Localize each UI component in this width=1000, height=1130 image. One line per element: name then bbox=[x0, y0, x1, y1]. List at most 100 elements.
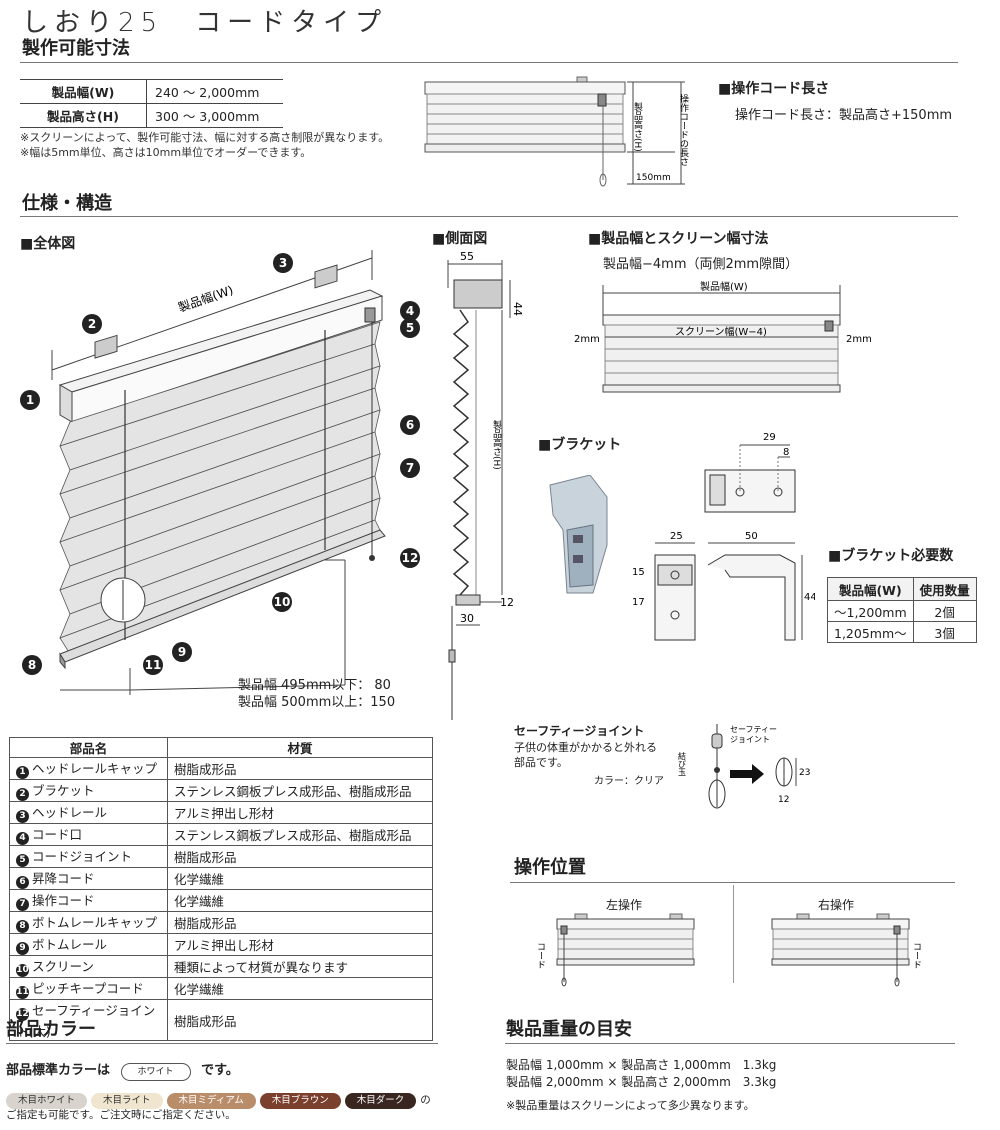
bracket-d8: 8 bbox=[783, 447, 789, 458]
part-material: 種類によって材質が異なります bbox=[167, 955, 433, 978]
color-option-pill: 木目ダーク bbox=[344, 1093, 417, 1109]
part-material: アルミ押出し形材 bbox=[167, 933, 433, 956]
dim-150: 150mm bbox=[636, 173, 671, 183]
part-material: 化学繊維 bbox=[167, 867, 433, 890]
bracket-drawings: 29 8 25 15 17 50 44 bbox=[632, 432, 815, 641]
width-text: 製品幅−4mm（両側2mm隙間） bbox=[603, 257, 799, 272]
part-number-badge: 3 bbox=[16, 810, 29, 823]
part-material: アルミ押出し形材 bbox=[167, 801, 433, 824]
table-row: ～1,200mm 2個 bbox=[827, 600, 977, 622]
callout-9: 9 bbox=[172, 642, 192, 662]
part-name: コード口 bbox=[32, 827, 83, 842]
part-number-badge: 11 bbox=[16, 986, 29, 999]
part-number-badge: 9 bbox=[16, 942, 29, 955]
dim-cord-label: 操作コードの長さ bbox=[678, 93, 689, 166]
size-notes: ※スクリーンによって、製作可能寸法、幅に対する高さ制限が異なります。 ※幅は5m… bbox=[20, 130, 389, 160]
op-right-label: 右操作 bbox=[818, 898, 855, 912]
divider bbox=[20, 216, 958, 217]
std-color-prefix: 部品標準カラーは bbox=[6, 1063, 111, 1078]
callout-6: 6 bbox=[400, 415, 420, 435]
callout-3: 3 bbox=[273, 253, 293, 273]
part-name: 昇降コード bbox=[32, 871, 95, 886]
spec-heading: 仕様・構造 bbox=[22, 193, 112, 214]
part-material: 樹脂成形品 bbox=[167, 845, 433, 868]
pitch-line: 製品幅 495mm以下： 80 bbox=[238, 678, 391, 693]
side-d44: 44 bbox=[511, 302, 524, 316]
pitch-line: 製品幅 500mm以上：150 bbox=[238, 695, 396, 710]
part-material: 樹脂成形品 bbox=[167, 757, 433, 780]
size-heading: 製作可能寸法 bbox=[22, 38, 130, 59]
cord-label: コード bbox=[535, 942, 545, 969]
sj-label-2: ジョイント bbox=[730, 735, 770, 744]
cell: 1,205mm～ bbox=[827, 621, 914, 643]
overall-diagram: 製品幅(W) bbox=[51, 250, 386, 695]
side-h-label: 製品高さ(H) bbox=[491, 419, 502, 470]
sj-label-1: セーフティー bbox=[730, 725, 777, 734]
table-header-row: 部品名 材質 bbox=[9, 737, 433, 758]
safety-title: セーフティージョイント bbox=[514, 724, 645, 738]
weight-line: 製品幅 2,000mm × 製品高さ 2,000mm 3.3kg bbox=[506, 1075, 777, 1089]
cord-length-diagram: 製品高さ(H) 操作コードの長さ 150mm bbox=[424, 76, 689, 187]
arrow-icon bbox=[730, 764, 764, 784]
cord-length-text: 操作コード長さ：製品高さ+150mm bbox=[735, 108, 953, 123]
part-number-badge: 6 bbox=[16, 876, 29, 889]
part-number-badge: 2 bbox=[16, 788, 29, 801]
divider bbox=[510, 882, 955, 883]
side-d55: 55 bbox=[460, 250, 474, 263]
part-name: ボトムレール bbox=[32, 937, 108, 952]
size-label: 製品高さ(H) bbox=[20, 103, 147, 128]
callout-11: 11 bbox=[143, 655, 163, 675]
table-header-row: 製品幅(W) 使用数量 bbox=[827, 577, 977, 601]
weight-line: 製品幅 1,000mm × 製品高さ 1,000mm 1.3kg bbox=[506, 1058, 777, 1072]
part-number-badge: 1 bbox=[16, 766, 29, 779]
width-w-label: 製品幅(W) bbox=[700, 280, 748, 293]
bracket-d25: 25 bbox=[670, 531, 683, 542]
part-number-badge: 8 bbox=[16, 920, 29, 933]
operation-heading: 操作位置 bbox=[514, 857, 586, 878]
cell: ～1,200mm bbox=[827, 600, 914, 622]
side-d12: 12 bbox=[500, 596, 514, 609]
part-name: ヘッドレールキャップ bbox=[32, 761, 158, 776]
part-material: 化学繊維 bbox=[167, 977, 433, 1000]
callout-7: 7 bbox=[400, 458, 420, 478]
callout-12: 12 bbox=[400, 548, 420, 568]
dim-h-label: 製品高さ(H) bbox=[632, 101, 643, 152]
width-heading: ■製品幅とスクリーン幅寸法 bbox=[588, 231, 769, 247]
part-material: 樹脂成形品 bbox=[167, 999, 433, 1041]
col-header: 製品幅(W) bbox=[827, 577, 914, 601]
divider bbox=[20, 62, 958, 63]
part-name: ピッチキープコード bbox=[32, 981, 144, 996]
weight-heading: 製品重量の目安 bbox=[506, 1019, 632, 1040]
callout-4: 4 bbox=[400, 301, 420, 321]
size-label: 製品幅(W) bbox=[20, 79, 147, 104]
callout-5: 5 bbox=[400, 318, 420, 338]
note: ※スクリーンによって、製作可能寸法、幅に対する高さ制限が異なります。 bbox=[20, 131, 390, 144]
col-header: 使用数量 bbox=[912, 577, 977, 601]
knot-label: 結び玉 bbox=[678, 751, 687, 776]
part-material: 化学繊維 bbox=[167, 889, 433, 912]
part-number-badge: 4 bbox=[16, 832, 29, 845]
size-value: 240 ～ 2,000mm bbox=[146, 79, 283, 104]
side-heading: ■側面図 bbox=[432, 231, 488, 247]
op-left-diagram: コード bbox=[535, 913, 695, 987]
col-header: 材質 bbox=[167, 737, 433, 758]
color-option-pill: 木目ホワイト bbox=[6, 1093, 88, 1109]
part-material: ステンレス鋼板プレス成形品、樹脂成形品 bbox=[167, 779, 433, 802]
safety-joint-diagram: セーフティー ジョイント 結び玉 bbox=[678, 724, 777, 809]
cell: 2個 bbox=[912, 600, 977, 622]
width-diagram: 製品幅(W) スクリーン幅(W−4) 2mm 2mm bbox=[574, 280, 872, 393]
part-name: セーフティージョイント(大) bbox=[16, 1003, 156, 1039]
